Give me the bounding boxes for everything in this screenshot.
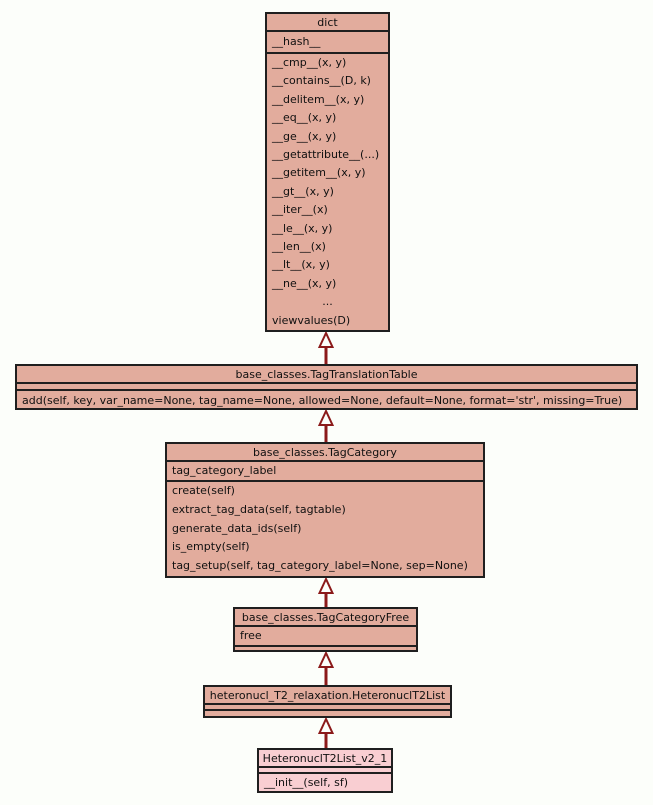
class-box-tagcategoryfree[interactable]: base_classes.TagCategoryFree free [233,607,418,652]
methods-section: add(self, key, var_name=None, tag_name=N… [17,391,636,411]
class-box-dict[interactable]: dict __hash__ __cmp__(x, y) __contains__… [265,12,390,332]
method: __ne__(x, y) [272,276,337,290]
inheritance-arrowhead-icon [317,410,335,426]
method: __getitem__(x, y) [272,166,366,180]
inheritance-connector [317,332,335,364]
class-box-heteronuclt2list[interactable]: heteronucl_T2_relaxation.HeteronuclT2Lis… [203,685,452,718]
method: extract_tag_data(self, tagtable) [172,502,346,516]
attributes-section [259,768,391,774]
method: __delitem__(x, y) [272,92,365,106]
attributes-section [17,384,636,391]
inheritance-arrowhead-icon [317,578,335,594]
method: __init__(self, sf) [264,776,349,789]
method: is_empty(self) [172,540,250,554]
attributes-section: tag_category_label [167,462,483,482]
attribute: free [240,629,262,642]
method: generate_data_ids(self) [172,521,302,535]
class-box-tagcategory[interactable]: base_classes.TagCategory tag_category_la… [165,442,485,578]
method: __contains__(D, k) [272,74,371,88]
methods-section: __cmp__(x, y) __contains__(D, k) __delit… [267,54,388,330]
class-box-heteronuclt2list-v2-1[interactable]: HeteronuclT2List_v2_1 __init__(self, sf) [257,748,393,793]
methods-section: create(self) extract_tag_data(self, tagt… [167,482,483,576]
attributes-section: free [235,627,416,647]
attributes-section: __hash__ [267,32,388,54]
attributes-section [205,705,450,711]
method: __iter__(x) [272,203,328,217]
class-name: base_classes.TagCategoryFree [235,609,416,627]
inheritance-connector [317,718,335,748]
class-name: base_classes.TagCategory [167,444,483,462]
class-box-tagtranslationtable[interactable]: base_classes.TagTranslationTable add(sel… [15,364,638,410]
class-name: heteronucl_T2_relaxation.HeteronuclT2Lis… [205,687,450,705]
method: __gt__(x, y) [272,184,334,198]
methods-section [205,711,450,715]
class-name: dict [267,14,388,32]
inheritance-arrowhead-icon [317,718,335,734]
inheritance-connector [317,652,335,685]
method: __cmp__(x, y) [272,56,347,69]
method: create(self) [172,484,235,497]
class-name: base_classes.TagTranslationTable [17,366,636,384]
method: __getattribute__(...) [272,148,380,162]
method: tag_setup(self, tag_category_label=None,… [172,559,468,573]
inheritance-arrowhead-icon [317,332,335,348]
inheritance-arrowhead-icon [317,652,335,668]
method-ellipsis: ... [322,295,333,309]
attribute: tag_category_label [172,464,277,477]
inheritance-connector [317,578,335,607]
method: viewvalues(D) [272,313,351,327]
method: __lt__(x, y) [272,258,330,272]
method: __ge__(x, y) [272,129,337,143]
methods-section: __init__(self, sf) [259,774,391,794]
methods-section [235,647,416,651]
method: __le__(x, y) [272,221,333,235]
attribute: __hash__ [272,35,321,48]
method: __len__(x) [272,240,326,254]
class-name: HeteronuclT2List_v2_1 [259,750,391,768]
method: add(self, key, var_name=None, tag_name=N… [22,394,623,407]
method: __eq__(x, y) [272,111,337,125]
inheritance-connector [317,410,335,442]
